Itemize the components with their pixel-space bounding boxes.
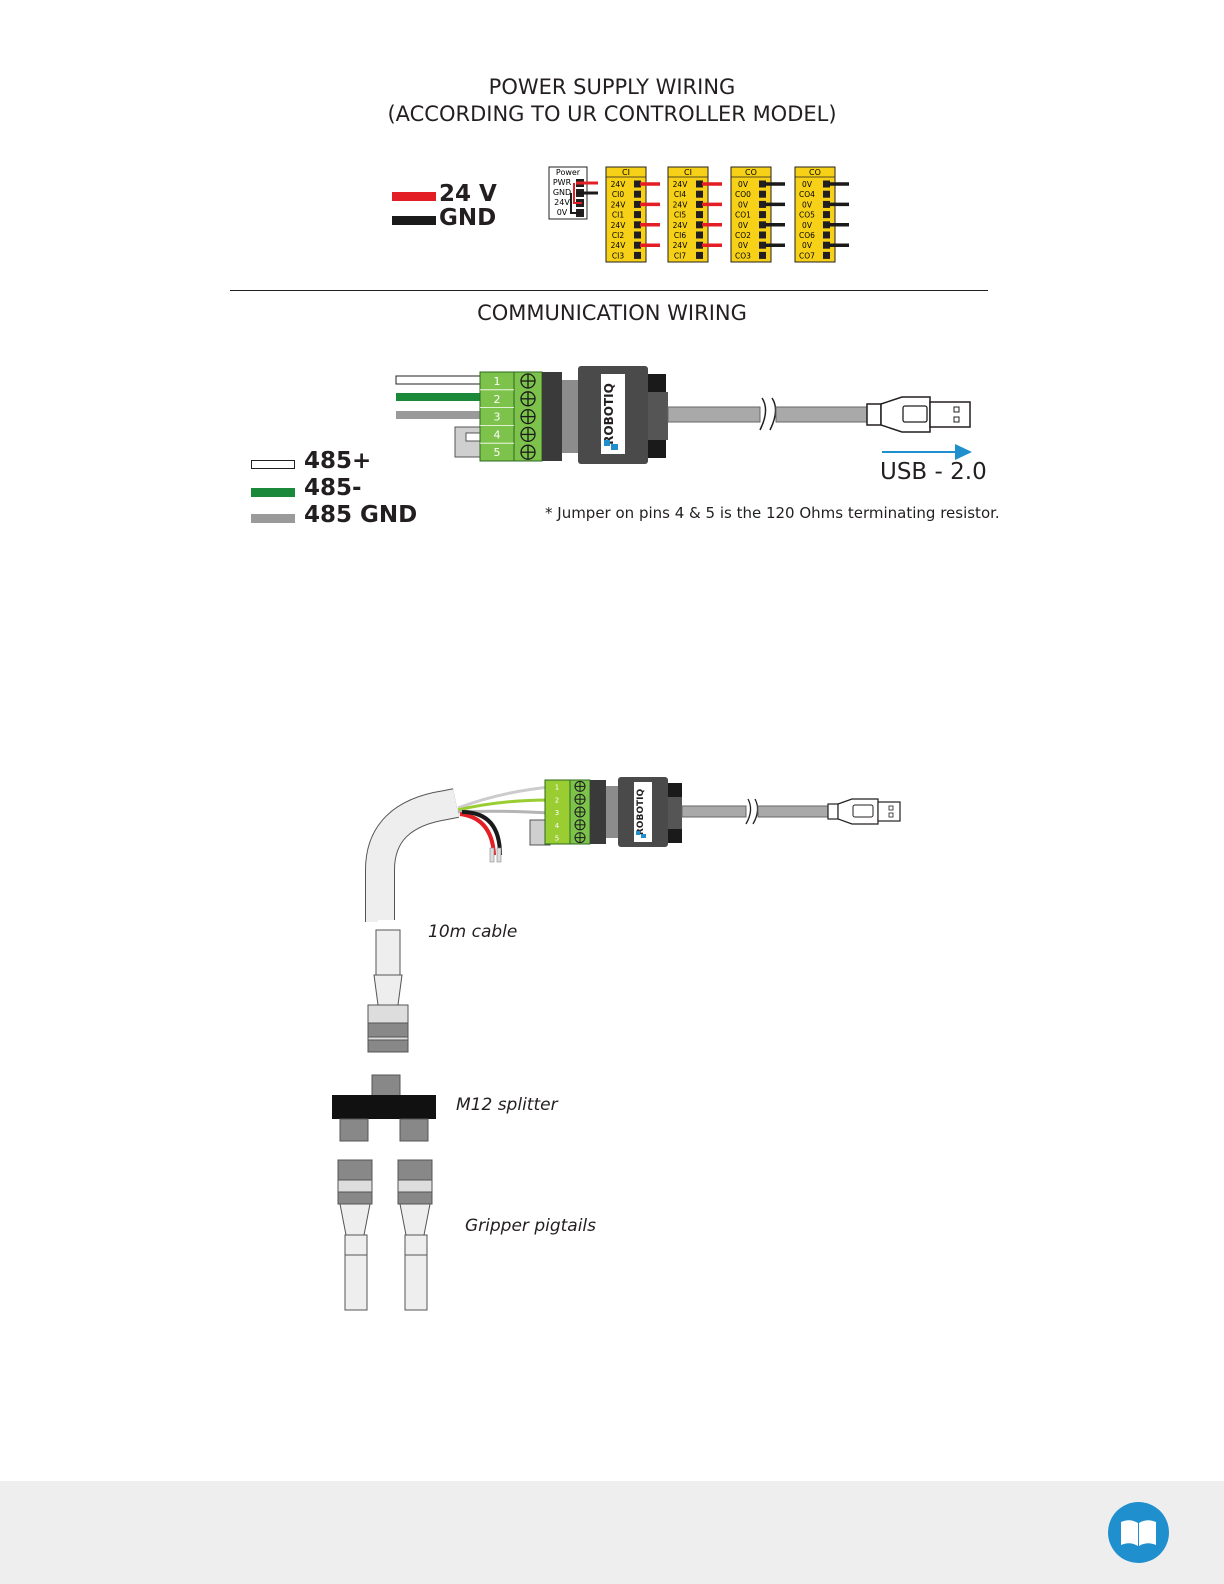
- terminal-block-header: CI: [622, 168, 630, 177]
- legend-24v-swatch: [392, 192, 436, 201]
- terminal-pin-label: CI3: [612, 251, 624, 260]
- terminal-pin-label: CI2: [612, 231, 624, 240]
- legend-485-minus-label: 485-: [304, 475, 362, 501]
- power-row: GND: [553, 188, 571, 197]
- power-row: PWR: [553, 178, 572, 187]
- power-title-line2: (ACCORDING TO UR CONTROLLER MODEL): [387, 102, 837, 126]
- terminal-pin-label: CO0: [735, 190, 751, 199]
- terminal-pin-label: 0V: [738, 180, 749, 189]
- power-block: Power PWR GND 24V 0V: [548, 166, 598, 220]
- legend-485-plus-swatch: [251, 460, 295, 469]
- small-pin-number: 2: [555, 796, 559, 804]
- terminal-pin-label: CO7: [799, 251, 815, 260]
- terminal-pin-label: 0V: [738, 241, 749, 250]
- robotiq-logo-icon: [604, 440, 618, 450]
- terminal-pin-label: 0V: [738, 221, 749, 230]
- terminal-pin-label: 24V: [673, 241, 689, 250]
- usb-cable: [667, 406, 761, 423]
- terminal-pin-label: CO5: [799, 211, 815, 220]
- legend-gnd-swatch: [392, 216, 436, 225]
- small-usb-plug-icon: [837, 798, 879, 825]
- terminal-block-labels: [479, 371, 515, 462]
- terminal-pin-label: 24V: [673, 200, 689, 209]
- terminal-pin-label: CO2: [735, 231, 751, 240]
- m12-connector: [367, 1004, 409, 1024]
- pin-number: 2: [494, 393, 501, 406]
- terminal-pin-label: CI4: [674, 190, 686, 199]
- terminal-pin-label: CO3: [735, 251, 751, 260]
- terminal-pin-label: 24V: [611, 221, 627, 230]
- brand-label: ROBOTIQ: [602, 383, 616, 445]
- legend-485-gnd-label: 485 GND: [304, 502, 418, 528]
- communication-diagram: 1 2 3 4 5 ROBOTIQ: [395, 366, 972, 464]
- power-block-header: Power: [556, 168, 581, 177]
- pigtails-label: Gripper pigtails: [465, 1216, 597, 1236]
- pin-number: 4: [494, 428, 501, 441]
- power-terminal-diagram: Power PWR GND 24V 0V CI24VCI024VCI124VCI…: [548, 166, 849, 263]
- small-pin-number: 4: [555, 822, 560, 830]
- section-divider: [230, 290, 988, 291]
- pin-number: 3: [494, 411, 501, 424]
- gripper-pigtail-left: [337, 1159, 373, 1311]
- terminal-block-header: CO: [745, 168, 757, 177]
- footer-bar: [0, 1481, 1224, 1584]
- small-pin-number: 1: [555, 784, 559, 792]
- db9-backshell: [542, 372, 562, 461]
- jumper-note: * Jumper on pins 4 & 5 is the 120 Ohms t…: [545, 504, 1000, 522]
- usb-label: USB - 2.0: [880, 459, 987, 485]
- terminal-pin-label: CO4: [799, 190, 815, 199]
- terminal-pin-label: 0V: [738, 200, 749, 209]
- splitter-label: M12 splitter: [456, 1095, 558, 1115]
- gripper-pigtail-right: [397, 1159, 433, 1311]
- power-title-line1: POWER SUPPLY WIRING: [488, 75, 736, 99]
- pin-number: 1: [494, 375, 501, 388]
- terminal-pin-label: 0V: [802, 200, 813, 209]
- m12-splitter: [332, 1095, 436, 1119]
- legend-gnd-label: GND: [439, 205, 497, 231]
- terminal-pin-label: CO1: [735, 211, 751, 220]
- legend-485-plus-label: 485+: [304, 448, 372, 474]
- book-icon[interactable]: [1108, 1502, 1169, 1563]
- power-row: 24V: [554, 198, 570, 207]
- terminal-pin-label: CI1: [612, 211, 624, 220]
- cable-label: 10m cable: [428, 922, 518, 942]
- terminal-pin-label: CO6: [799, 231, 815, 240]
- terminal-pin-label: 24V: [611, 200, 627, 209]
- terminal-pin-label: CI0: [612, 190, 624, 199]
- terminal-pin-label: 24V: [611, 180, 627, 189]
- legend-485-minus-swatch: [251, 488, 295, 497]
- wire-485-minus: [396, 393, 482, 401]
- main-cable: [366, 789, 459, 922]
- small-brand-label: ROBOTIQ: [636, 789, 646, 836]
- comm-title: COMMUNICATION WIRING: [477, 301, 747, 325]
- terminal-pin-label: 24V: [673, 180, 689, 189]
- pin-number: 5: [494, 446, 501, 459]
- terminal-block-header: CI: [684, 168, 692, 177]
- terminal-pin-label: CI5: [674, 211, 686, 220]
- power-row: 0V: [557, 208, 568, 217]
- terminal-pin-label: CI6: [674, 231, 686, 240]
- small-pin-number: 3: [555, 809, 559, 817]
- terminal-pin-label: 24V: [673, 221, 689, 230]
- assembly-diagram: 1 2 3 4 5 ROBOTIQ: [332, 777, 901, 1311]
- terminal-pin-label: 0V: [802, 221, 813, 230]
- terminal-pin-label: CI7: [674, 251, 686, 260]
- small-pin-number: 5: [555, 835, 559, 843]
- terminal-pin-label: 0V: [802, 180, 813, 189]
- terminal-pin-label: 24V: [611, 241, 627, 250]
- legend-485-gnd-swatch: [251, 514, 295, 523]
- legend-24v-label: 24 V: [439, 181, 497, 207]
- terminal-block-header: CO: [809, 168, 821, 177]
- terminal-pin-label: 0V: [802, 241, 813, 250]
- wire-485-gnd: [396, 411, 482, 419]
- terminal-blocks: CI24VCI024VCI124VCI224VCI3CI24VCI424VCI5…: [605, 166, 849, 263]
